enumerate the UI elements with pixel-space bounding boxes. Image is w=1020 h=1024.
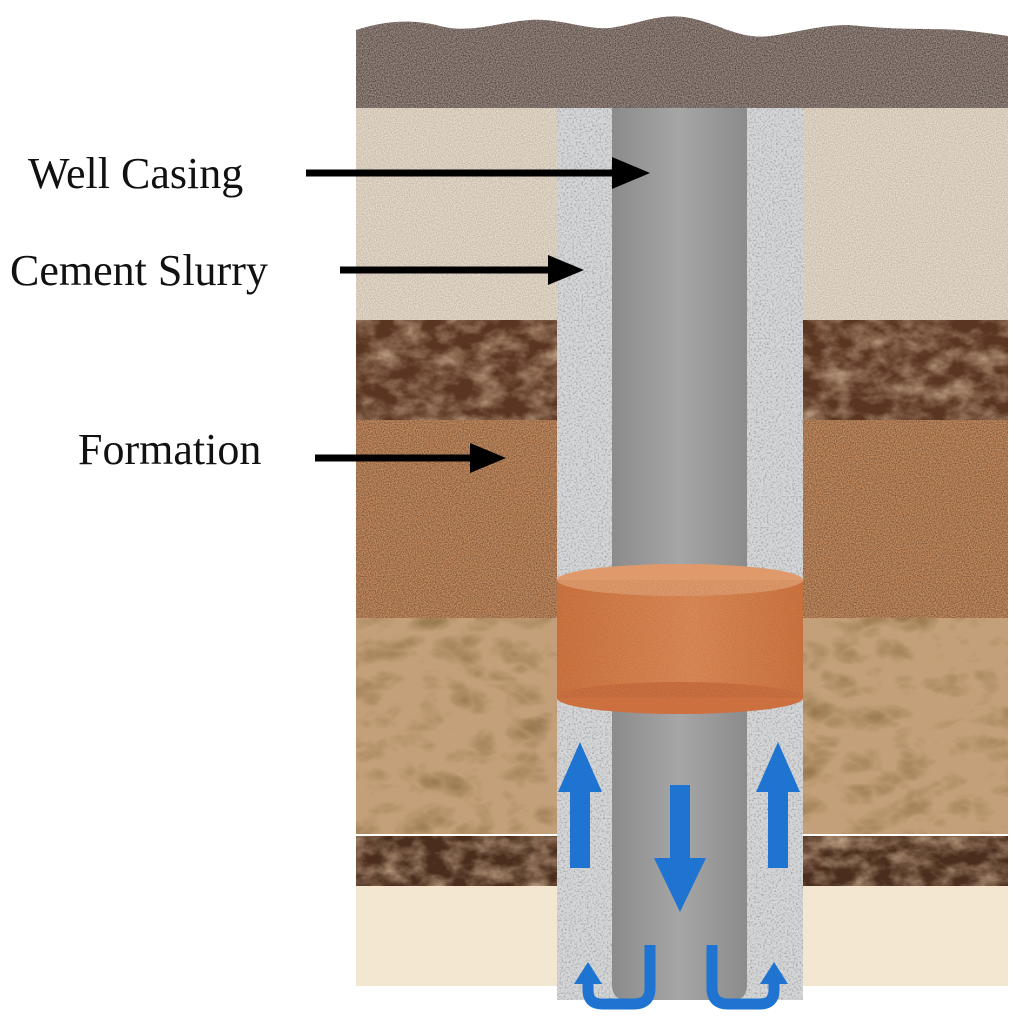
flow-up-right-arrow-icon (756, 742, 800, 868)
return-left-u-turn-arrow-icon (582, 945, 656, 1010)
well-casing-upper (612, 108, 747, 578)
topsoil-texture (356, 16, 1008, 108)
flow-up-left-arrow-icon (558, 742, 602, 868)
callout-formation: Formation (78, 425, 506, 474)
callout-cement-slurry: Cement Slurry (10, 246, 584, 295)
formation-pointer-arrow-icon (470, 443, 506, 473)
label-cement-slurry: Cement Slurry (10, 246, 268, 295)
label-well-casing: Well Casing (28, 149, 243, 198)
return-arrow-heads (574, 962, 788, 984)
cement-slurry-pointer-arrow-icon (548, 255, 584, 285)
well-casing-pointer-arrow-icon (612, 157, 650, 189)
return-right-arrow-head-icon (760, 962, 788, 984)
return-left-arrow-head-icon (574, 962, 602, 984)
circulation-flow-arrows (558, 742, 800, 912)
flow-down-arrow-icon (654, 785, 706, 912)
callout-well-casing: Well Casing (28, 149, 650, 198)
label-formation: Formation (78, 425, 261, 474)
return-right-u-turn-arrow-icon (706, 945, 780, 1010)
cement-plug (557, 564, 803, 714)
flow-return-arrows (582, 945, 780, 1010)
